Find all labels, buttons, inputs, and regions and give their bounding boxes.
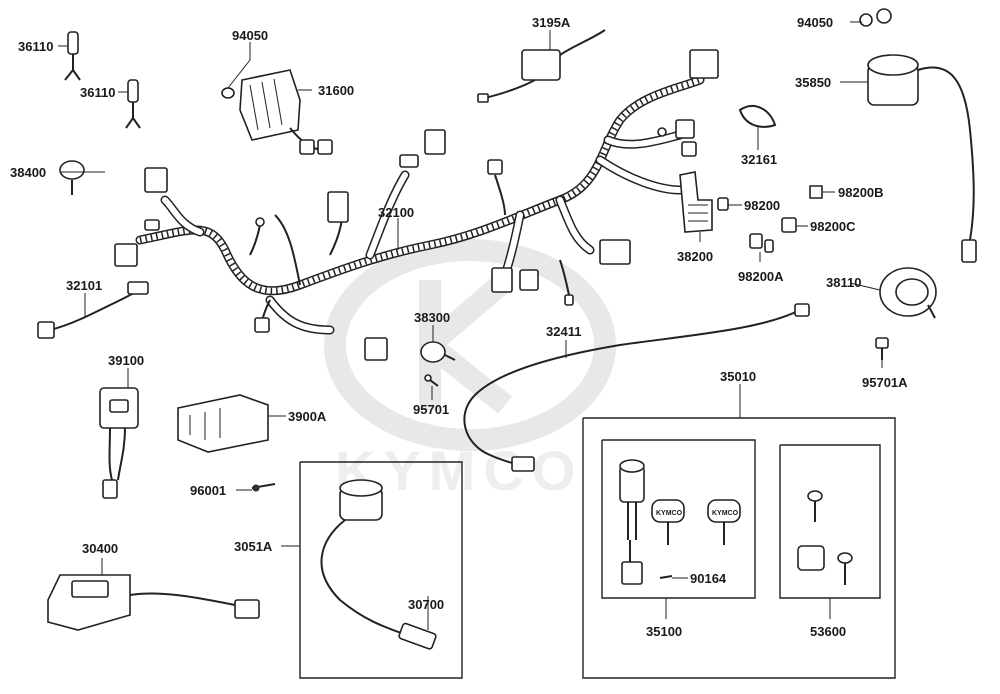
label-32411: 32411 bbox=[546, 324, 581, 339]
label-38300: 38300 bbox=[414, 310, 450, 325]
part-38200-fusebox bbox=[679, 171, 713, 233]
connector bbox=[364, 337, 388, 361]
part-94050-washer bbox=[221, 87, 235, 99]
frame-3051A bbox=[299, 461, 463, 679]
frame-35010 bbox=[582, 417, 896, 679]
part-36110-a bbox=[64, 31, 81, 81]
part-30700-coil bbox=[320, 479, 437, 650]
label-38200: 38200 bbox=[677, 249, 713, 264]
leader-lines bbox=[58, 21, 883, 630]
part-39100 bbox=[99, 387, 139, 499]
label-90164: 90164 bbox=[690, 571, 727, 586]
label-98200A: 98200A bbox=[738, 269, 784, 284]
key-2: KYMCO bbox=[707, 499, 741, 545]
connector bbox=[144, 219, 160, 231]
part-95701A bbox=[875, 337, 889, 360]
label-30400: 30400 bbox=[82, 541, 118, 556]
label-94050-b: 94050 bbox=[797, 15, 833, 30]
label-95701: 95701 bbox=[413, 402, 449, 417]
label-35850: 35850 bbox=[795, 75, 831, 90]
frame-35100 bbox=[601, 439, 756, 599]
part-96001-screw bbox=[251, 483, 276, 492]
part-31600-regulator bbox=[239, 69, 333, 155]
part-94050-nut bbox=[859, 8, 892, 27]
part-32161-band bbox=[738, 105, 777, 128]
connector bbox=[519, 269, 539, 291]
part-98200A bbox=[749, 233, 774, 253]
key-1: KYMCO bbox=[651, 499, 685, 545]
label-35010: 35010 bbox=[720, 369, 756, 384]
label-94050-a: 94050 bbox=[232, 28, 268, 43]
key-brand: KYMCO bbox=[656, 510, 683, 517]
connector bbox=[254, 317, 270, 333]
ring-terminal bbox=[657, 127, 667, 137]
label-98200B: 98200B bbox=[838, 185, 884, 200]
part-90164 bbox=[659, 575, 673, 579]
label-35100: 35100 bbox=[646, 624, 682, 639]
label-36110-b: 36110 bbox=[80, 85, 115, 100]
part-98200 bbox=[717, 197, 729, 211]
frame-53600 bbox=[779, 444, 881, 599]
part-53600-lock-set bbox=[797, 490, 853, 585]
label-98200C: 98200C bbox=[810, 219, 856, 234]
label-96001: 96001 bbox=[190, 483, 226, 498]
label-98200: 98200 bbox=[744, 198, 780, 213]
connector bbox=[114, 243, 138, 267]
part-98200B bbox=[809, 185, 823, 199]
label-32101: 32101 bbox=[66, 278, 102, 293]
sub-harness-32101 bbox=[37, 281, 149, 339]
connector bbox=[424, 129, 446, 155]
connector bbox=[675, 119, 695, 139]
part-95701 bbox=[424, 374, 439, 387]
part-38400 bbox=[59, 160, 85, 195]
label-3195A: 3195A bbox=[532, 15, 571, 30]
label-30700: 30700 bbox=[408, 597, 444, 612]
label-3051A: 3051A bbox=[234, 539, 273, 554]
label-36110-a: 36110 bbox=[18, 39, 53, 54]
label-95701A: 95701A bbox=[862, 375, 908, 390]
part-3900A-module bbox=[177, 394, 269, 453]
label-38400: 38400 bbox=[10, 165, 46, 180]
connector bbox=[564, 294, 574, 306]
label-39100: 39100 bbox=[108, 353, 144, 368]
connector bbox=[399, 154, 419, 168]
part-32411-cable bbox=[463, 303, 810, 472]
connector bbox=[491, 267, 513, 293]
connector bbox=[144, 167, 168, 193]
ring-terminal bbox=[255, 217, 265, 227]
label-53600: 53600 bbox=[810, 624, 846, 639]
part-38110-horn bbox=[879, 267, 937, 319]
part-3195A bbox=[477, 29, 606, 103]
watermark-logo: KYMCO bbox=[324, 239, 616, 502]
label-38110: 38110 bbox=[826, 275, 861, 290]
connector bbox=[681, 141, 697, 157]
connector bbox=[327, 191, 349, 223]
part-36110-b bbox=[125, 79, 141, 129]
connector bbox=[487, 159, 503, 175]
label-3900A: 3900A bbox=[288, 409, 327, 424]
label-31600: 31600 bbox=[318, 83, 354, 98]
label-32161: 32161 bbox=[741, 152, 777, 167]
connector bbox=[599, 239, 631, 265]
part-30400-module bbox=[47, 574, 260, 631]
main-wiring-harness bbox=[114, 49, 719, 361]
connector bbox=[689, 49, 719, 79]
part-35100-ignition-switch bbox=[619, 459, 645, 585]
part-35850-starter-relay bbox=[867, 54, 977, 263]
key-brand: KYMCO bbox=[712, 510, 739, 517]
part-98200C bbox=[781, 217, 797, 233]
label-32100: 32100 bbox=[378, 205, 414, 220]
